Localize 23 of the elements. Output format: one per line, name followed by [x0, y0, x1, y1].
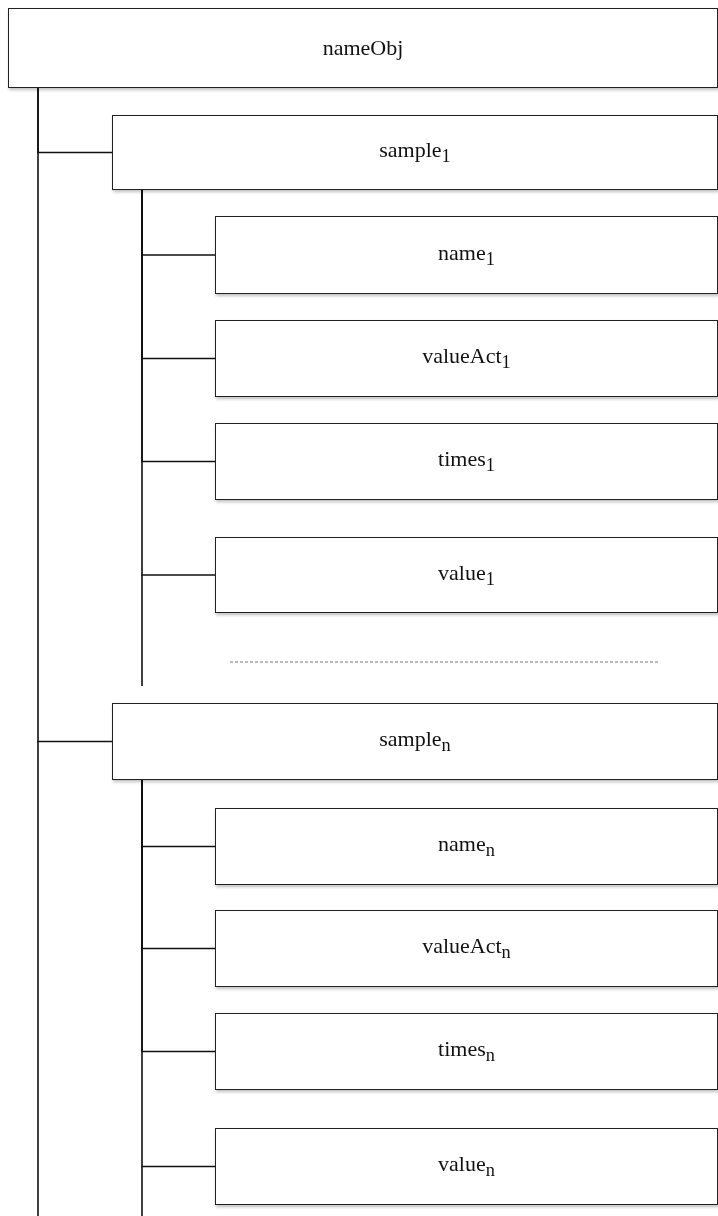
tree-node-box	[215, 320, 718, 397]
tree-node-box	[8, 8, 718, 88]
tree-node-box	[215, 1128, 718, 1205]
node-label: sample$_{1}$	[379, 137, 451, 168]
node-label: nameObj	[322, 35, 404, 61]
tree-node-box	[112, 703, 718, 780]
tree-node-box	[112, 115, 718, 190]
node-label: value$_{1}$	[438, 559, 495, 591]
tree-node-box	[215, 216, 718, 294]
tree-node-box	[215, 537, 718, 613]
node-label: times$_{n}$	[438, 1036, 495, 1067]
node-label: name$_{1}$	[438, 239, 495, 271]
node-label: value$_{n}$	[438, 1151, 495, 1182]
node-label: times$_{1}$	[438, 446, 495, 477]
tree-node-box	[215, 1013, 718, 1090]
node-label: name$_{n}$	[438, 831, 495, 862]
tree-node-box	[215, 808, 718, 885]
tree-node-box	[215, 910, 718, 987]
node-label: sample$_{n}$	[379, 726, 451, 757]
tree-node-box	[215, 423, 718, 500]
node-label: valueAct$_{1}$	[422, 343, 511, 374]
tree-connector	[37, 87, 113, 743]
node-label: valueAct$_{n}$	[422, 933, 511, 964]
